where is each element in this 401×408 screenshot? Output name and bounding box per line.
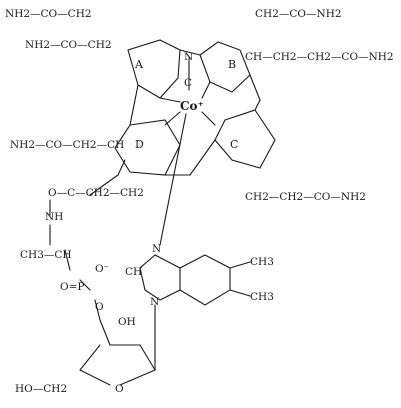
label-d-acetamide: NH2—CO—CH2—CH xyxy=(10,139,124,151)
ribose-bond-3 xyxy=(139,344,156,371)
bridge-bc xyxy=(249,74,261,101)
ring-label-a: A xyxy=(134,58,144,71)
bridge-da xyxy=(129,84,139,126)
co-n-ring-a xyxy=(159,97,181,103)
label-ribose-o: O xyxy=(115,383,124,395)
label-side-amide: O—C—CH2—CH2 xyxy=(48,187,144,199)
label-oh: OH xyxy=(118,316,136,328)
label-c-propionamide: CH2—CH2—CO—NH2 xyxy=(245,191,366,203)
ribose-bond-5 xyxy=(79,369,111,386)
ribose-bond-4 xyxy=(119,369,156,386)
label-ch3-chain: CH3—CH xyxy=(20,249,72,261)
ring-label-c: C xyxy=(230,138,238,151)
label-ch3-bottom: CH3 xyxy=(250,291,274,303)
cobalt-coordination-bonds xyxy=(159,57,216,246)
ring-d-bonds xyxy=(114,119,181,176)
co-n-ring-b xyxy=(201,81,211,99)
co-n-ring-d xyxy=(164,111,181,126)
label-b-acetamide: CH2—CO—NH2 xyxy=(255,8,342,20)
label-phosphate-o-minus: O⁻ xyxy=(95,263,109,275)
ribose-bond-1 xyxy=(99,319,111,346)
label-a-acetamide: NH2—CO—CH2 xyxy=(5,8,92,20)
label-cyano-n: N xyxy=(184,51,193,63)
methyl-bond-top xyxy=(229,261,251,269)
co-benzimidazole-bond xyxy=(159,113,187,246)
label-cyano-c: C xyxy=(184,77,192,89)
label-phosphate-eq-o: O=P xyxy=(60,281,84,293)
label-a-acetamide-2: NH2—CO—CH2 xyxy=(25,39,112,51)
bridge-bc-2 xyxy=(254,99,261,111)
ring-label-b: B xyxy=(228,58,236,71)
ring-label-d: D xyxy=(135,138,144,151)
benzene-ring xyxy=(179,254,231,306)
co-n-ring-c xyxy=(201,111,216,126)
ring-b-bonds xyxy=(199,41,251,93)
label-nh: NH xyxy=(45,211,63,223)
label-benzimidazole-ch: CH xyxy=(125,266,142,278)
label-phosphate-o: O xyxy=(95,301,104,313)
bridge-ab xyxy=(179,49,201,56)
phosphate-link-1 xyxy=(64,249,71,271)
phosphate-link-2 xyxy=(79,279,91,291)
label-ch3-top: CH3 xyxy=(250,256,274,268)
imidazole-ring xyxy=(139,254,181,301)
label-b-propionamide: CH—CH2—CH2—CO—NH2 xyxy=(245,51,394,63)
bridge-cd xyxy=(189,139,216,176)
label-cobalt: Co⁺ xyxy=(180,99,204,113)
side-chain-bonds xyxy=(49,159,156,386)
label-benzimidazole-n-bottom: N xyxy=(150,296,159,308)
d-chain-bond-2 xyxy=(89,174,119,196)
benzimidazole-bonds xyxy=(139,254,251,306)
label-ho-ch2: HO—CH2 xyxy=(15,383,67,395)
d-chain-bond-1 xyxy=(117,159,126,176)
ring-c-bonds xyxy=(214,109,276,169)
phosphate-link-3 xyxy=(94,299,101,321)
methyl-bond-bottom xyxy=(229,289,251,297)
ribose-bond-6 xyxy=(79,344,101,371)
label-benzimidazole-n-top: N xyxy=(152,243,161,255)
